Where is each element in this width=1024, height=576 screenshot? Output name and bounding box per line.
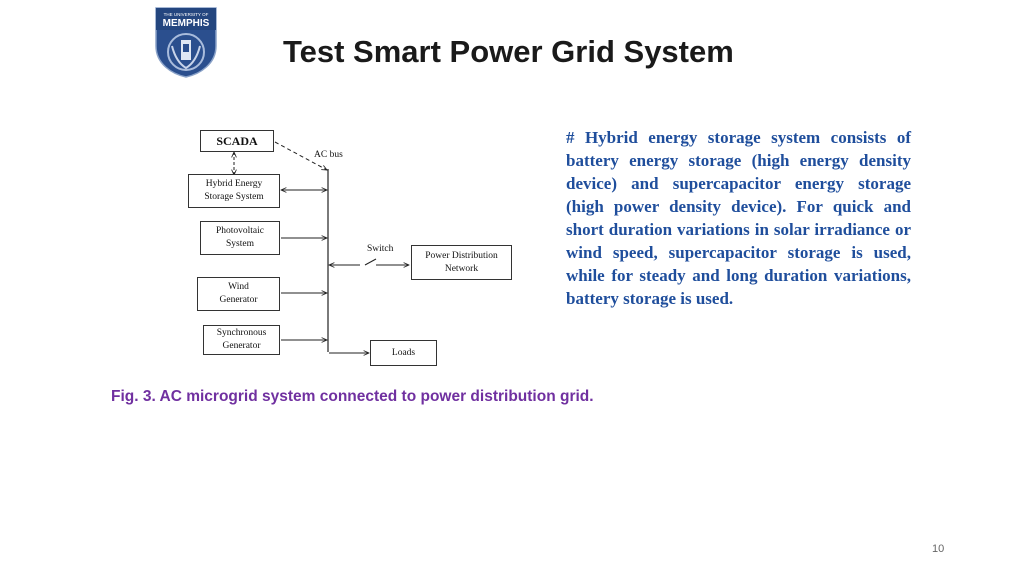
- university-logo: THE UNIVERSITY OF MEMPHIS: [154, 6, 218, 78]
- switch-label: Switch: [367, 244, 394, 254]
- power-distribution-network-box: Power Distribution Network: [411, 245, 512, 280]
- page-number: 10: [932, 543, 945, 555]
- wind-box: Wind Generator: [197, 277, 280, 311]
- hess-label-line2: Storage System: [204, 192, 264, 202]
- sync-label-line2: Generator: [222, 341, 261, 351]
- page-title: Test Smart Power Grid System: [283, 34, 734, 69]
- logo-text-main: MEMPHIS: [163, 18, 210, 29]
- sync-box: Synchronous Generator: [203, 325, 280, 355]
- loads-label: Loads: [391, 347, 416, 358]
- wind-label-line1: Wind: [228, 282, 249, 292]
- pdn-label-line2: Network: [444, 263, 479, 274]
- hess-box: Hybrid Energy Storage System: [188, 174, 280, 208]
- loads-box: Loads: [370, 340, 437, 366]
- pv-label-line1: Photovoltaic: [215, 226, 265, 236]
- ac-bus-label: AC bus: [314, 150, 343, 160]
- pv-label-line2: System: [226, 239, 254, 249]
- hess-description: # Hybrid energy storage system consists …: [566, 128, 911, 308]
- scada-box: SCADA: [200, 130, 274, 152]
- figure-caption: Fig. 3. AC microgrid system connected to…: [111, 388, 594, 405]
- scada-label: SCADA: [216, 133, 258, 148]
- diagram-connections: [180, 141, 520, 372]
- wind-label-line2: Generator: [219, 295, 258, 305]
- microgrid-diagram: SCADA AC bus Hybrid Energy Storage Syste…: [180, 122, 520, 372]
- sync-label-line1: Synchronous: [216, 328, 267, 338]
- pv-box: Photovoltaic System: [200, 221, 280, 255]
- scada-comm-link: [274, 141, 327, 170]
- hess-label-line1: Hybrid Energy: [205, 179, 263, 189]
- pdn-label-line1: Power Distribution: [425, 250, 498, 261]
- switch-blade: [364, 258, 377, 266]
- logo-text-top: THE UNIVERSITY OF: [164, 12, 209, 17]
